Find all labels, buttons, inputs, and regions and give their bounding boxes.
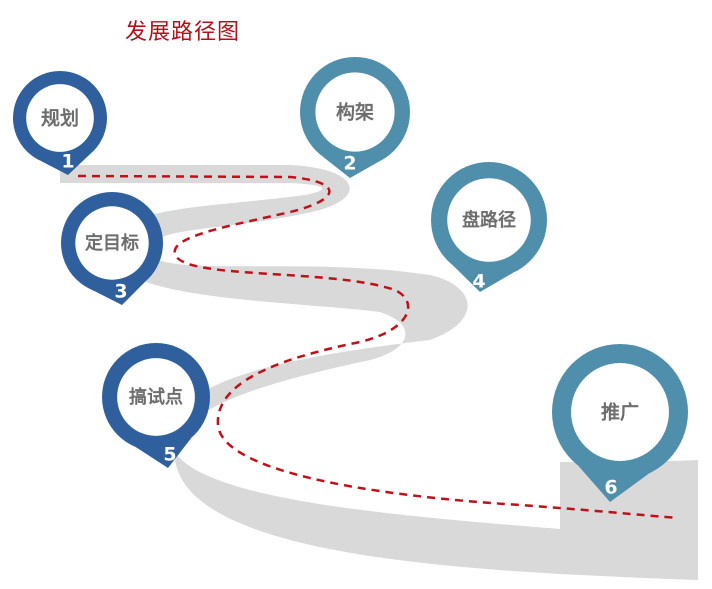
pin-inner-circle bbox=[117, 358, 195, 436]
milestone-label: 推广 bbox=[601, 401, 639, 424]
milestone-pin-6: 推广 6 bbox=[552, 344, 688, 502]
route-dashed-line bbox=[77, 174, 679, 520]
milestone-number: 4 bbox=[472, 271, 485, 293]
milestone-label: 盘路径 bbox=[462, 209, 516, 231]
milestone-number: 5 bbox=[163, 444, 176, 466]
milestone-label: 定目标 bbox=[85, 232, 139, 254]
milestone-number: 2 bbox=[343, 153, 356, 175]
pin-inner-circle bbox=[315, 72, 395, 152]
milestone-label: 搞试点 bbox=[129, 386, 183, 408]
milestone-pin-2: 构架 2 bbox=[300, 57, 410, 178]
pin-inner-circle bbox=[447, 178, 531, 262]
milestone-label: 构架 bbox=[336, 101, 374, 124]
milestone-pin-4: 盘路径 4 bbox=[431, 162, 547, 293]
pin-inner-circle bbox=[26, 84, 94, 152]
pin-inner-circle bbox=[75, 206, 149, 280]
milestone-number: 6 bbox=[604, 477, 617, 499]
page-title: 发展路径图 bbox=[125, 20, 241, 45]
milestone-pin-5: 搞试点 5 bbox=[102, 343, 210, 468]
milestone-label: 规划 bbox=[41, 107, 79, 130]
milestone-number: 1 bbox=[61, 151, 74, 173]
milestone-pin-1: 规划 1 bbox=[13, 71, 107, 175]
milestone-pin-3: 定目标 3 bbox=[61, 192, 163, 305]
milestone-number: 3 bbox=[114, 281, 127, 303]
pin-inner-circle bbox=[571, 363, 669, 461]
